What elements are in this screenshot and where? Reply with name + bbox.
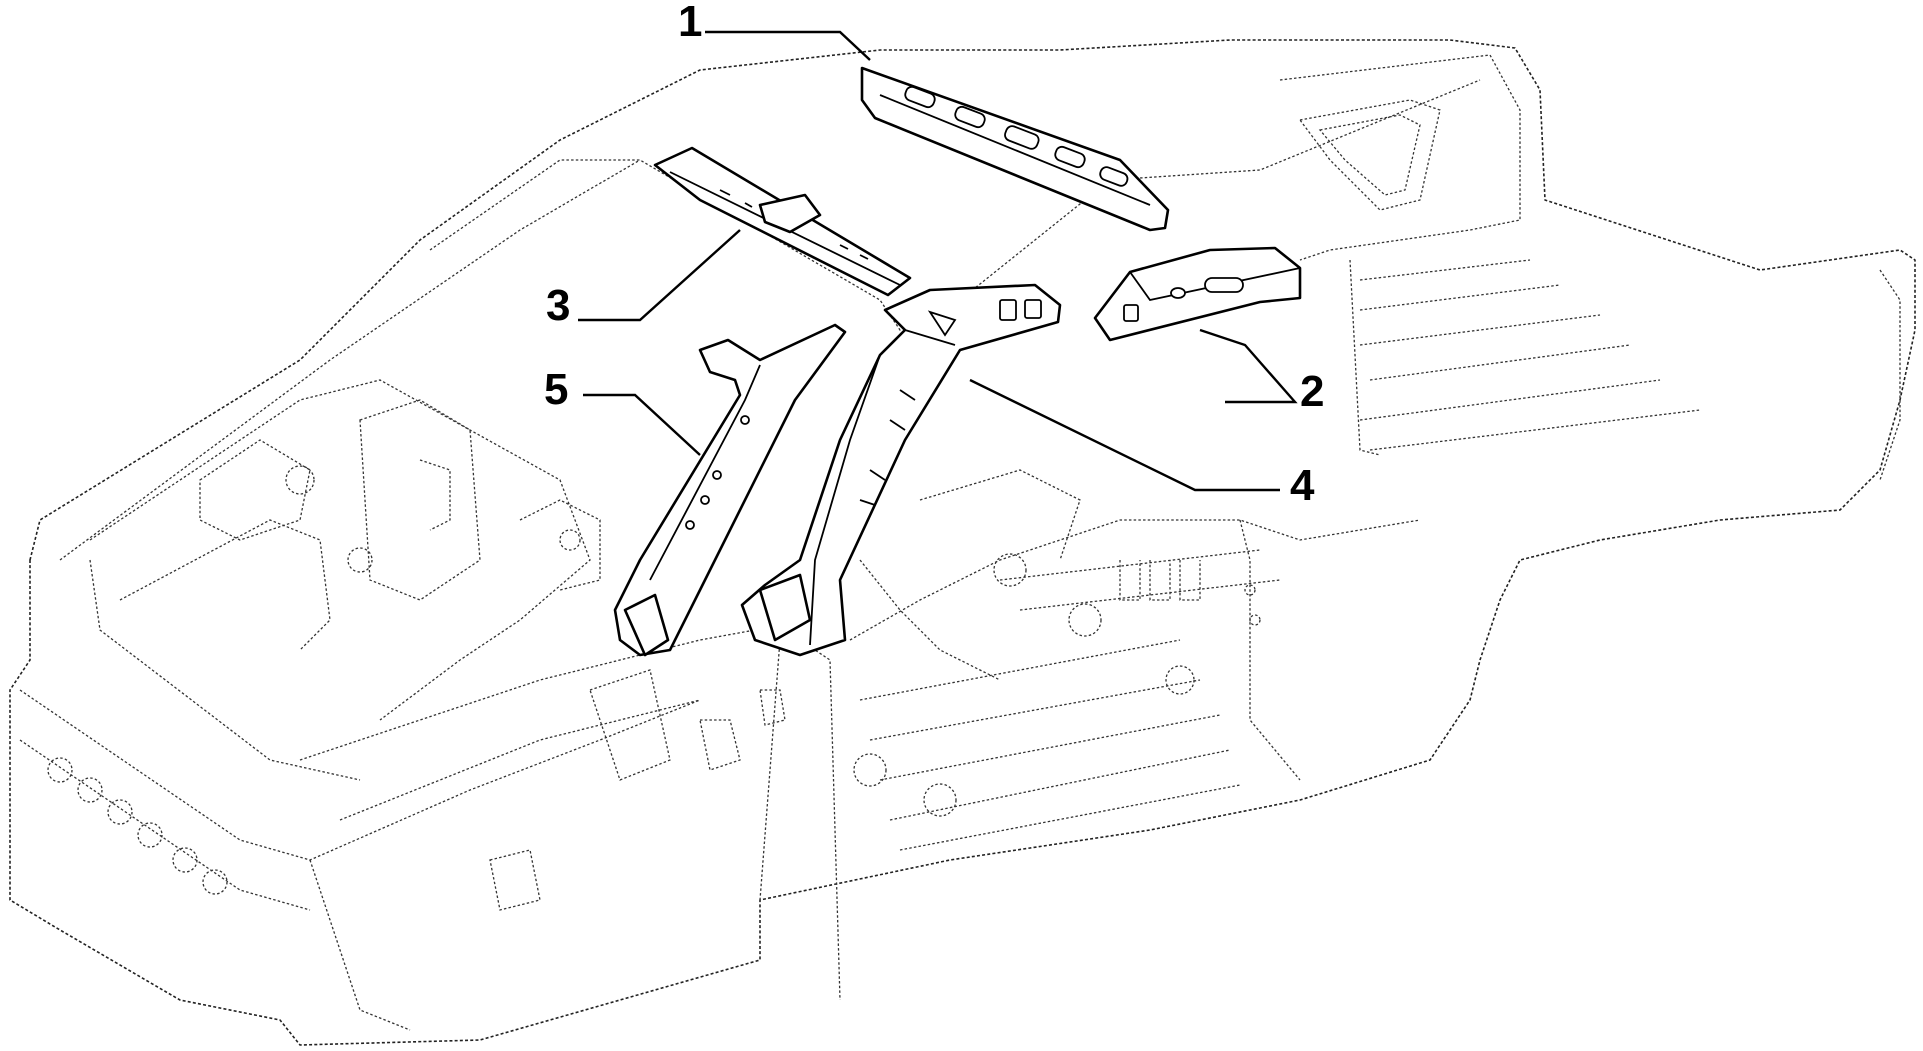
callout-1: 1 [678,0,702,46]
part-2-roof-side-rail-rear [1093,246,1302,342]
callout-2: 2 [1300,367,1324,416]
callout-4: 4 [1290,461,1315,510]
car-body-shell [9,39,1916,1046]
part-1-roof-rear-crossmember [860,66,1170,232]
part-3-windshield-upper-crossmember [653,146,912,297]
callout-5: 5 [544,365,568,414]
leader-4 [969,378,1280,492]
callout-labels: 1 2 3 4 5 [544,0,1324,510]
leader-1 [705,30,871,61]
callout-3: 3 [546,281,570,330]
leader-lines [578,30,1298,492]
leader-2 [1199,328,1298,404]
leader-3 [578,229,741,322]
part-5-a-pillar-inner [613,323,847,657]
leader-5 [583,393,701,456]
part-4-a-pillar-outer [740,283,1062,657]
